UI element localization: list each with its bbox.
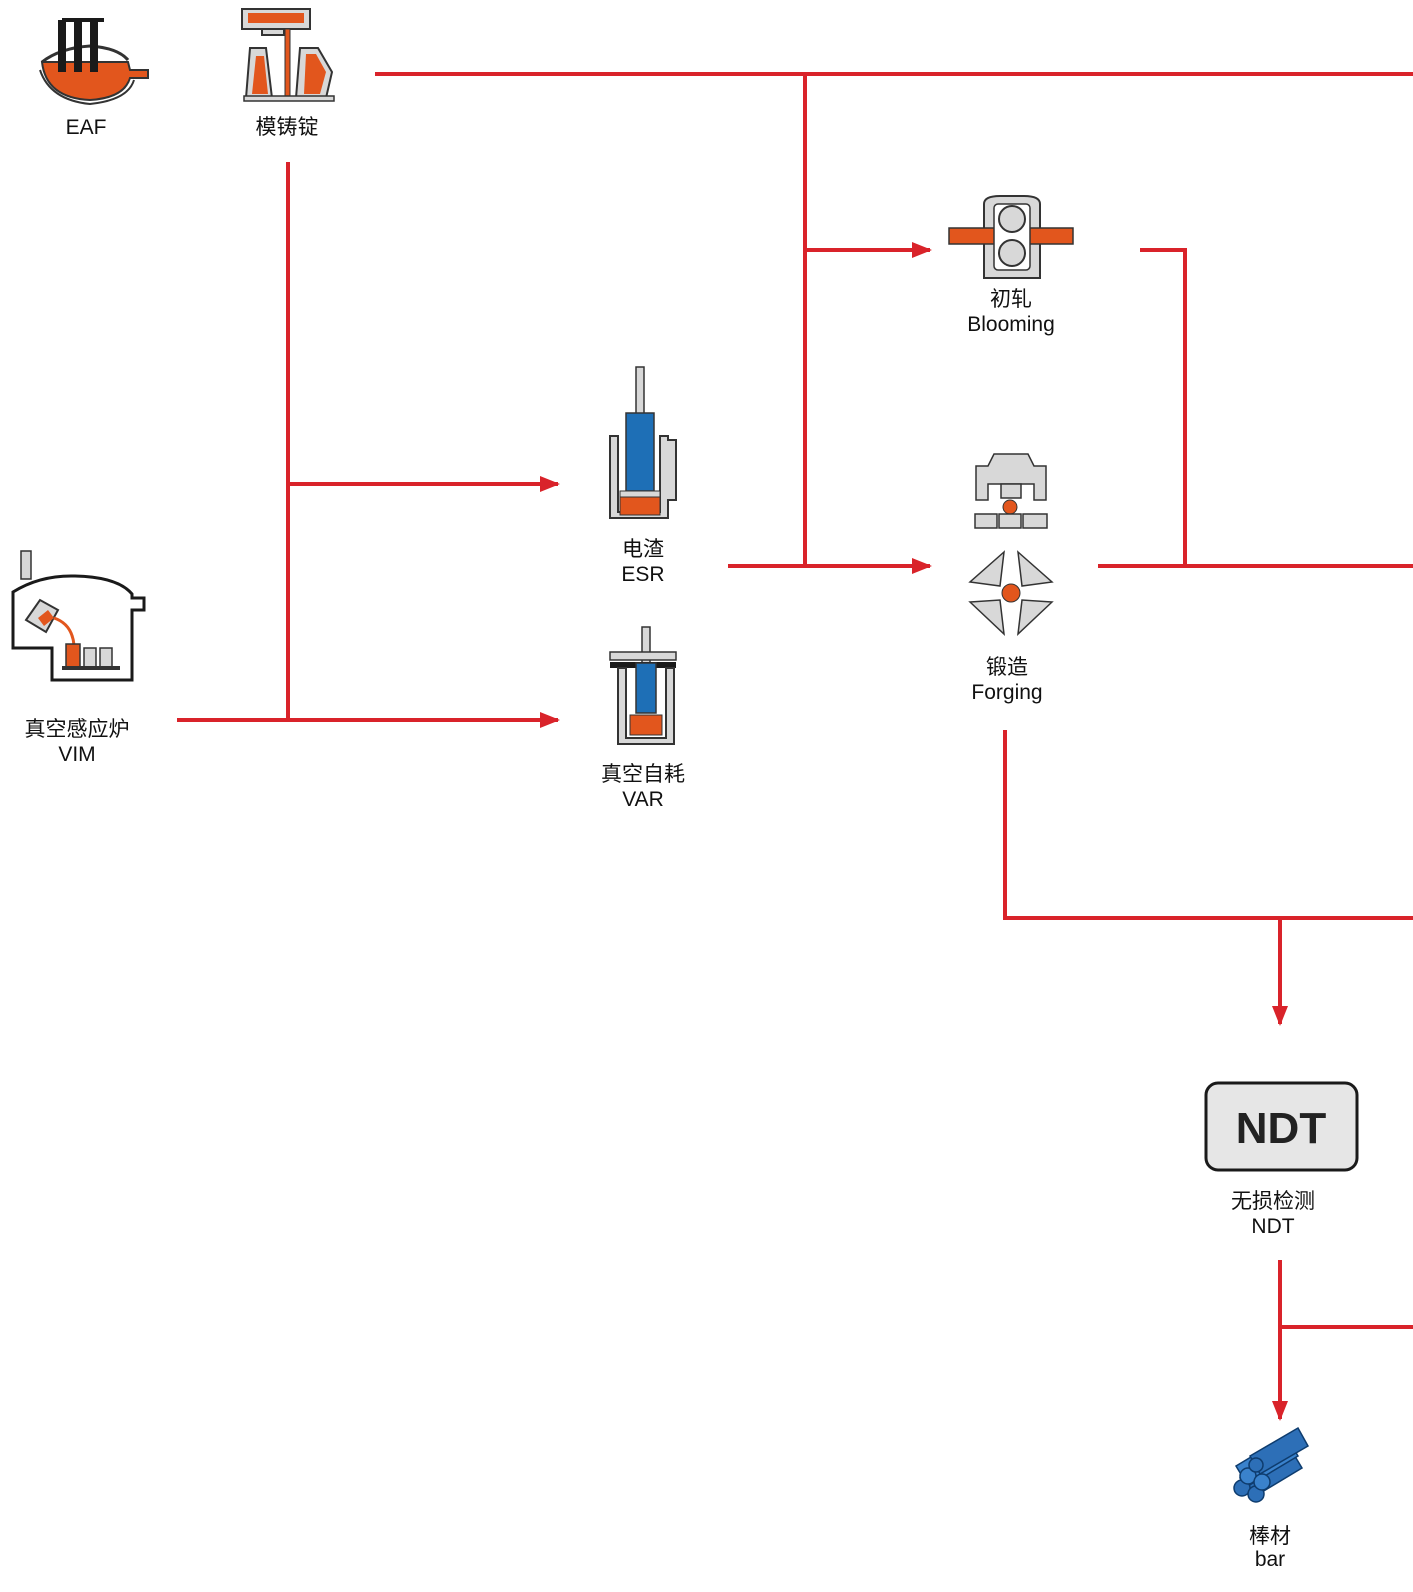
electroslag-remelting-icon — [609, 366, 677, 519]
vacuum-induction-furnace-icon — [11, 550, 146, 682]
stage-vim: 真空感应炉 VIM — [11, 550, 146, 766]
stage-ingot-casting: 模铸锭 — [241, 8, 335, 139]
stage-esr: 电渣 ESR — [609, 366, 677, 586]
ndt-box-text: NDT — [1236, 1104, 1327, 1153]
bar-label-en: bar — [1255, 1548, 1285, 1571]
electric-arc-furnace-icon — [39, 18, 149, 106]
ingot-label-cn: 模铸锭 — [256, 116, 319, 139]
stage-var: 真空自耗 VAR — [601, 626, 685, 811]
rolling-mill-icon — [948, 195, 1074, 279]
ndt-label-en: NDT — [1251, 1215, 1294, 1238]
stage-bar: 棒材 bar — [1233, 1426, 1310, 1571]
forging-press-icon — [968, 453, 1054, 636]
bar-label-cn: 棒材 — [1249, 1525, 1291, 1548]
vim-label-en: VIM — [58, 743, 95, 766]
stage-forging: 锻造 Forging — [968, 453, 1054, 704]
blooming-label-cn: 初轧 — [990, 288, 1032, 311]
blooming-label-en: Blooming — [967, 313, 1055, 336]
vim-label-cn: 真空感应炉 — [25, 718, 130, 741]
var-label-cn: 真空自耗 — [601, 763, 685, 786]
esr-label-cn: 电渣 — [622, 538, 664, 561]
stage-ndt: NDT 无损检测 NDT — [1204, 1081, 1359, 1238]
var-label-en: VAR — [622, 788, 664, 811]
eaf-label-en: EAF — [66, 116, 107, 139]
flow-line-blooming-out — [1140, 248, 1187, 566]
esr-label-en: ESR — [621, 563, 664, 586]
flow-line-forging-down — [1003, 730, 1413, 920]
ndt-label-cn: 无损检测 — [1231, 1190, 1315, 1213]
ndt-box-icon: NDT — [1204, 1081, 1359, 1172]
flow-lines — [177, 72, 1413, 1421]
vacuum-arc-remelting-icon — [609, 626, 677, 745]
stage-eaf: EAF — [39, 18, 149, 139]
forging-label-en: Forging — [971, 681, 1042, 704]
stage-blooming: 初轧 Blooming — [948, 195, 1074, 336]
ingot-casting-mold-icon — [241, 8, 335, 102]
steel-bars-icon — [1233, 1426, 1310, 1503]
forging-label-cn: 锻造 — [986, 656, 1028, 679]
